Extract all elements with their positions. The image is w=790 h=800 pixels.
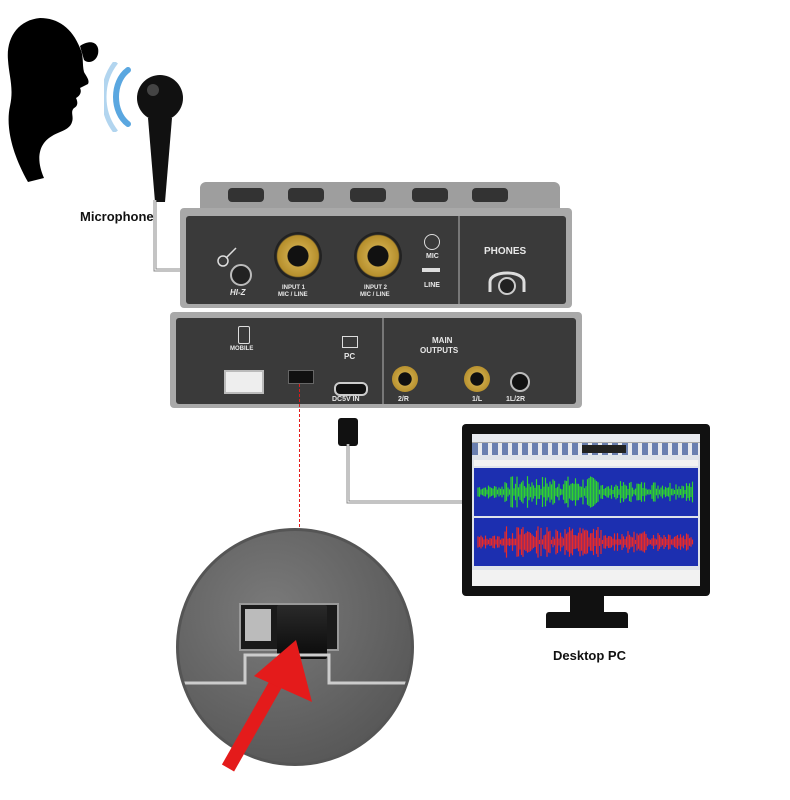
- input-1-sub-label: MIC / LINE: [278, 292, 308, 298]
- main-outputs-label-2: OUTPUTS: [420, 346, 459, 355]
- desktop-pc-label: Desktop PC: [553, 648, 626, 663]
- input-2-label: INPUT 2: [364, 285, 388, 291]
- mobile-label: MOBILE: [230, 346, 254, 352]
- xlr-icon: [424, 234, 440, 250]
- output-2r-jack[interactable]: [392, 366, 418, 392]
- microphone-label: Microphone: [80, 209, 154, 224]
- input-1-label: INPUT 1: [282, 285, 306, 291]
- pc-icon: [342, 336, 358, 348]
- pc-label: PC: [344, 352, 356, 361]
- panel-divider: [458, 216, 460, 304]
- mobile-icon: [238, 326, 250, 344]
- main-outputs-label-1: MAIN: [432, 336, 453, 345]
- mode-switch[interactable]: [288, 370, 314, 384]
- usb-c-port[interactable]: [334, 382, 368, 396]
- microphone-icon: [137, 75, 183, 202]
- guitar-icon: [217, 247, 237, 267]
- interface-front-panel: HI-Z INPUT 1 MIC / LINE INPUT 2 MIC / LI…: [180, 208, 572, 308]
- pc-cable: [346, 444, 470, 504]
- daw-ruler: [474, 460, 698, 466]
- monitor-neck: [570, 596, 604, 612]
- monitor-screen: [472, 434, 700, 586]
- front-panel-face: HI-Z INPUT 1 MIC / LINE INPUT 2 MIC / LI…: [186, 216, 566, 304]
- daw-statusbar: [472, 570, 700, 586]
- sound-waves-icon: [104, 62, 131, 132]
- usb-c-plug: [338, 418, 358, 446]
- line-label: LINE: [424, 282, 440, 289]
- rear-divider: [382, 318, 384, 404]
- interface-top-knobs: [200, 182, 560, 212]
- switch-closeup: [176, 528, 414, 766]
- knob[interactable]: [228, 188, 264, 202]
- hiz-jack[interactable]: [230, 264, 252, 286]
- knob[interactable]: [288, 188, 324, 202]
- monitor-base: [546, 612, 628, 628]
- person-silhouette: [7, 18, 99, 182]
- knob[interactable]: [350, 188, 386, 202]
- out-1l-label: 1/L: [472, 396, 483, 403]
- daw-menubar: [472, 434, 700, 443]
- line-jack-icon: [422, 268, 440, 272]
- phones-label: PHONES: [484, 246, 527, 257]
- out-1l2r-label: 1L/2R: [506, 396, 526, 403]
- usb-a-port[interactable]: [224, 370, 264, 394]
- output-phones-jack[interactable]: [510, 372, 530, 392]
- pointer-line: [299, 384, 301, 532]
- mic-label: MIC: [426, 253, 439, 260]
- knob[interactable]: [412, 188, 448, 202]
- input-2-sub-label: MIC / LINE: [360, 292, 390, 298]
- waveforms: [477, 476, 694, 558]
- red-arrow-icon: [221, 640, 312, 772]
- headphones-icon: [488, 271, 526, 295]
- monitor: [462, 424, 710, 596]
- dc-in-label: DC5V IN: [332, 396, 360, 403]
- input-2-jack[interactable]: [354, 232, 402, 280]
- knob[interactable]: [472, 188, 508, 202]
- rear-panel-face: MOBILE PC DC5V IN MAIN OUTPUTS 2/R 1/L 1…: [176, 318, 576, 404]
- daw-time-display: [582, 445, 626, 453]
- output-1l-jack[interactable]: [464, 366, 490, 392]
- switch-slot-left: [245, 609, 271, 641]
- hiz-label: HI-Z: [230, 288, 246, 297]
- input-1-jack[interactable]: [274, 232, 322, 280]
- interface-rear-panel: MOBILE PC DC5V IN MAIN OUTPUTS 2/R 1/L 1…: [170, 312, 582, 408]
- out-2r-label: 2/R: [398, 396, 409, 403]
